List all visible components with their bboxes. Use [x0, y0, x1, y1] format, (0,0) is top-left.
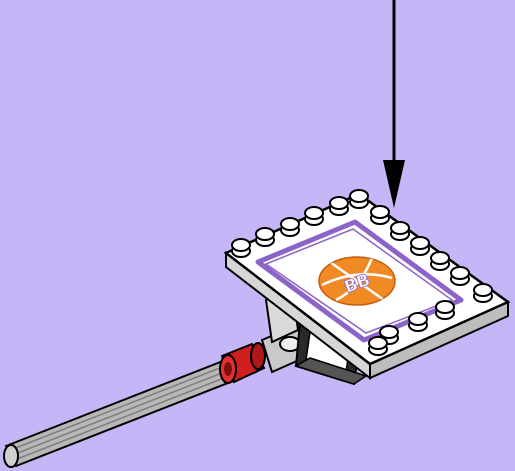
stud — [349, 189, 369, 209]
stud — [370, 205, 390, 225]
axle — [3, 350, 258, 468]
basketball-logo: BB — [318, 256, 396, 306]
stud — [450, 266, 470, 286]
stud — [304, 206, 324, 226]
stud — [435, 300, 455, 320]
stud — [280, 217, 300, 237]
plate-studs — [231, 189, 493, 356]
red-bush — [219, 342, 266, 384]
placement-arrow — [383, 0, 405, 208]
stud — [368, 336, 388, 356]
stud — [231, 238, 251, 258]
stud — [410, 236, 430, 256]
stud — [430, 251, 450, 271]
stud — [390, 221, 410, 241]
stud — [408, 312, 428, 332]
stud — [473, 283, 493, 303]
stud — [255, 227, 275, 247]
stud — [329, 196, 349, 216]
